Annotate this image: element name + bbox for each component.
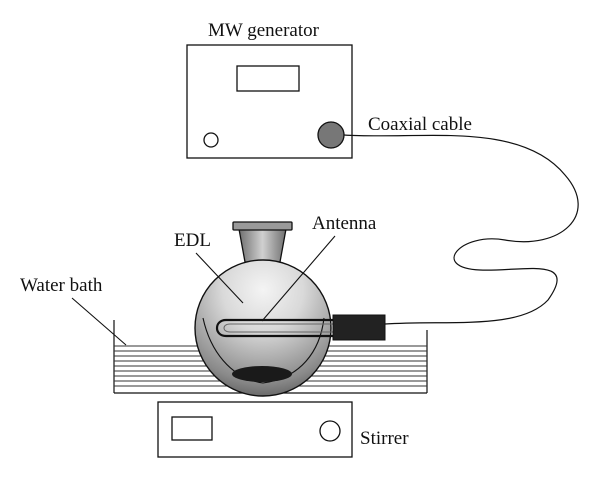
edl-pointer [195,252,244,304]
cable-label: Coaxial cable [368,114,472,135]
stirrer-knob [319,420,341,442]
generator-label: MW generator [208,20,320,41]
round-bottom-flask [194,221,332,397]
edl-label: EDL [174,230,211,251]
antenna-connector [332,314,386,341]
stirrer [157,401,353,458]
generator-display [236,65,300,92]
antenna-label: Antenna [312,213,377,234]
stirrer-display [171,416,213,441]
water-bath-label: Water bath [20,275,103,296]
stir-bar [232,366,292,382]
water-bath-pointer [71,297,127,346]
generator-cable-port [317,121,345,149]
stirrer-label: Stirrer [360,428,409,449]
antenna [215,318,334,338]
generator-small-knob [203,132,219,148]
antenna-pointer [261,235,336,322]
mw-generator [186,44,353,159]
coaxial-cable [343,134,579,325]
